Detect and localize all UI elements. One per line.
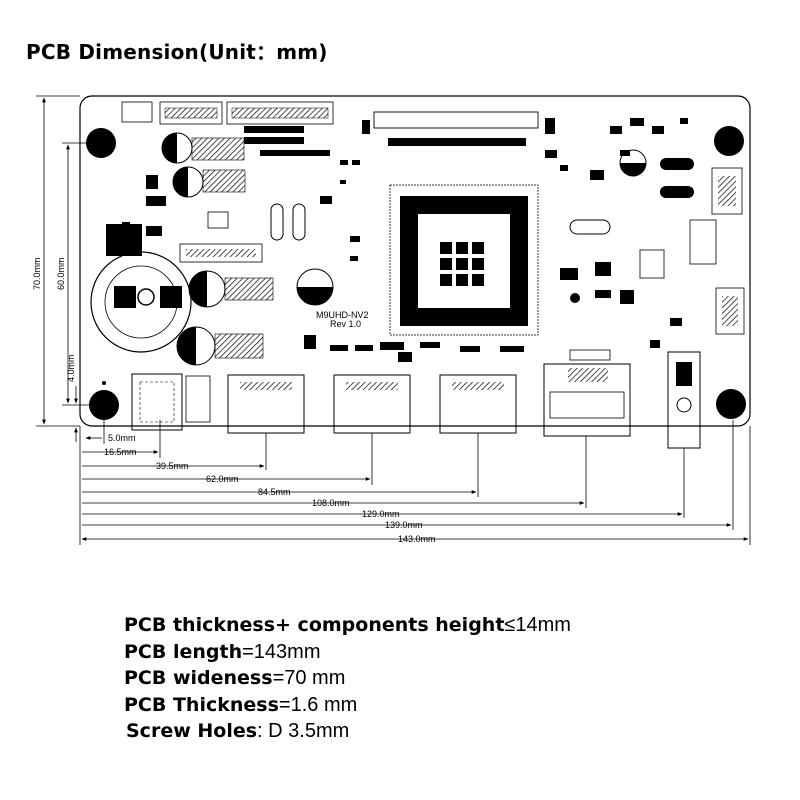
- dim-height-60: 60.0mm: [56, 257, 66, 290]
- dim-label-84-5: 84.5mm: [258, 487, 291, 497]
- dim-label-143: 143.0mm: [398, 534, 436, 544]
- top-connector-large: [226, 101, 334, 125]
- page-title: PCB Dimension(Unit：mm): [26, 40, 328, 64]
- dim-label-62: 62.0mm: [206, 474, 239, 484]
- ics-left: [106, 175, 263, 263]
- dim-label-129: 129.0mm: [362, 509, 400, 519]
- spec-label: Screw Holes: [126, 720, 258, 742]
- board-model-sub: Rev 1.0: [330, 319, 361, 329]
- dim-label-16-5: 16.5mm: [104, 447, 137, 457]
- horizontal-dimension-labels: 5.0mm 16.5mm 39.5mm 62.0mm 84.5mm 108.0m…: [104, 433, 436, 544]
- horizontal-dimension-lines: [79, 420, 751, 545]
- vertical-dimension-lines: [36, 95, 90, 442]
- spec-label: PCB wideness: [124, 667, 273, 689]
- spec-label: PCB length: [124, 640, 243, 663]
- main-processor-chip: [389, 184, 539, 336]
- smd-rows-top: [244, 126, 330, 156]
- spec-length: PCB length=143mm: [124, 639, 571, 666]
- spec-total-height: PCB thickness+ components height≤14mm: [124, 612, 571, 639]
- spec-thickness: PCB Thickness=1.6 mm: [124, 692, 571, 719]
- spec-width: PCB wideness=70 mm: [124, 665, 571, 692]
- spec-value: =70 mm: [272, 667, 346, 689]
- crystals: [270, 158, 694, 241]
- spec-label: PCB thickness+ components height: [124, 614, 505, 636]
- dim-height-70: 70.0mm: [32, 257, 42, 290]
- dim-label-5: 5.0mm: [108, 433, 136, 443]
- capacitors-left: [161, 132, 246, 198]
- right-connectors: [667, 167, 745, 449]
- inductor-coil: [90, 251, 192, 353]
- spec-screw-holes: Screw Holes: D 3.5mm: [126, 718, 571, 745]
- spec-value: =143mm: [242, 640, 321, 663]
- dim-offset-4: 4.0mm: [66, 354, 76, 382]
- lvds-ribbon-connector: [362, 111, 555, 146]
- screw-hole-top-left: [86, 128, 116, 158]
- top-connector-small: [121, 101, 223, 125]
- spec-value: ≤14mm: [504, 614, 571, 636]
- dim-label-139: 139.0mm: [385, 520, 423, 530]
- spec-list: PCB thickness+ components height≤14mm PC…: [124, 612, 571, 745]
- screw-hole-top-right: [714, 126, 744, 156]
- capacitors-power: [176, 268, 334, 366]
- board-model-label: M9UHD-NV2: [316, 310, 369, 320]
- spec-value: =1.6 mm: [278, 693, 358, 716]
- screw-hole-bottom-left: [89, 390, 119, 420]
- spec-label: PCB Thickness: [124, 693, 279, 716]
- spec-value: : D 3.5mm: [257, 720, 350, 742]
- dim-label-39-5: 39.5mm: [156, 461, 189, 471]
- dim-label-108: 108.0mm: [312, 498, 350, 508]
- screw-hole-bottom-right: [716, 389, 746, 419]
